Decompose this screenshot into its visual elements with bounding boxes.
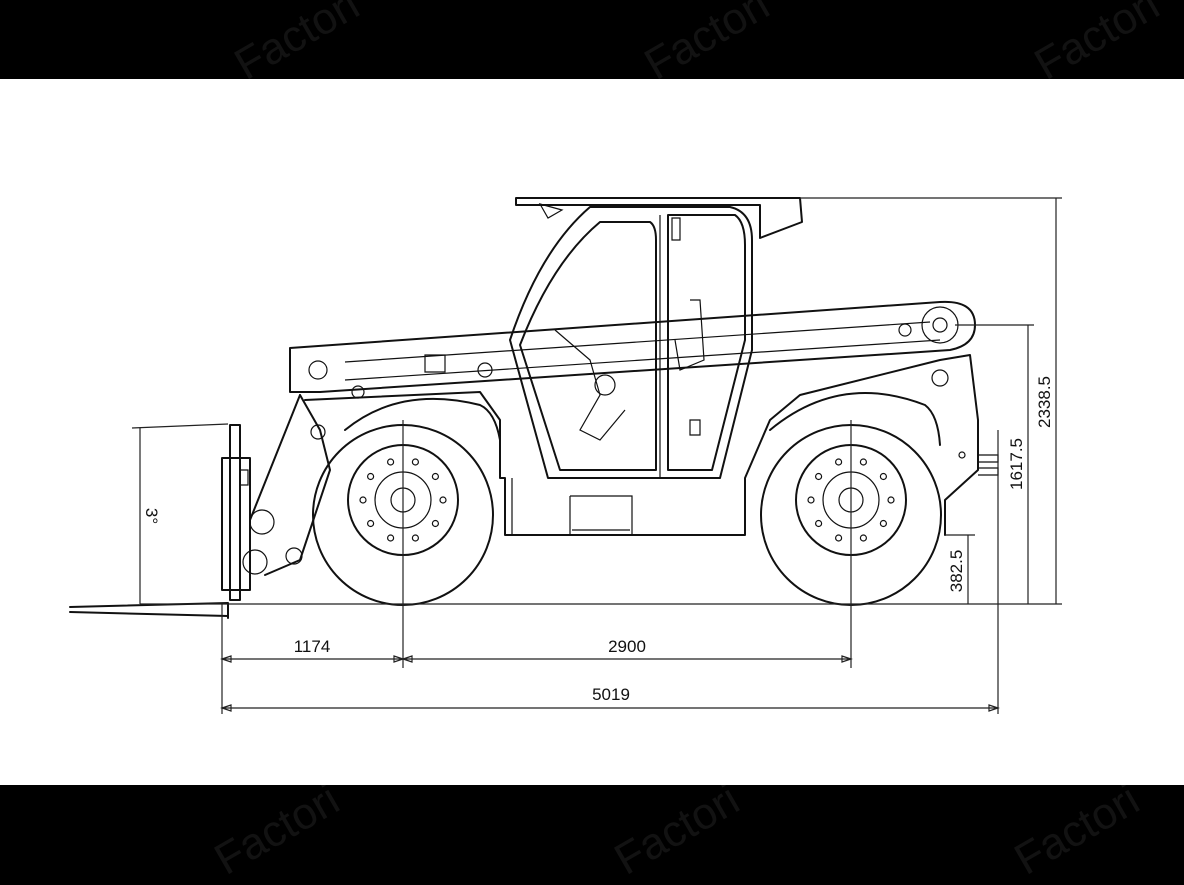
wheel-bolt <box>439 496 447 504</box>
boom-lower-edge <box>344 339 941 381</box>
wheel-bolt <box>367 519 375 528</box>
dimension-lines <box>131 197 1062 714</box>
boom <box>289 300 976 393</box>
drawing-sheet: 1174 2900 5019 2338.5 1617.5 382.5 3° <box>0 79 1184 785</box>
carriage-arm <box>249 394 301 521</box>
label-boom-pivot-height: 1617.5 <box>1007 438 1026 490</box>
dim-overall-length-arrows <box>220 704 1000 712</box>
carriage-pin-upper <box>249 509 275 535</box>
rear-light <box>958 451 966 459</box>
roof-light <box>538 203 564 219</box>
boom-roller <box>477 362 493 378</box>
chassis-step <box>511 478 633 535</box>
letterbox-bottom: Factori Factori Factori <box>0 775 1184 884</box>
label-front-overhang: 1174 <box>294 637 331 656</box>
cab-roof <box>515 197 803 239</box>
cab-handle <box>689 419 701 436</box>
wheel-bolt <box>834 534 843 542</box>
boom-fitting <box>898 323 912 337</box>
lift-cylinder-pin <box>931 369 949 387</box>
wheel-bolt <box>387 458 395 466</box>
label-wheelbase: 2900 <box>608 637 646 656</box>
steering-hub <box>594 374 616 396</box>
wheel-bolt <box>859 534 868 542</box>
wheel-bolt <box>411 534 419 542</box>
chassis <box>304 354 979 536</box>
label-overall-length: 5019 <box>592 685 630 704</box>
boom-pivot <box>921 306 959 344</box>
rear-hitch <box>978 454 999 476</box>
wheel-bolt <box>859 458 868 466</box>
mirror <box>671 217 681 241</box>
cab-rear-window <box>667 214 746 471</box>
seat-back <box>674 299 705 371</box>
link-pin <box>310 424 326 440</box>
label-fork-mark: 3° <box>142 508 161 524</box>
fork-frame <box>221 457 251 591</box>
boom-block <box>424 354 446 373</box>
wheel-bolt <box>431 519 439 528</box>
wheel-bolt <box>887 496 895 504</box>
watermark: Factori <box>606 774 748 885</box>
watermark: Factori <box>636 0 778 90</box>
carriage-pin-lower <box>242 549 268 575</box>
telehandler-outline <box>69 197 999 619</box>
wheel-bolt <box>807 496 815 504</box>
dim-front-overhang-arrows <box>220 655 405 663</box>
rear-fender <box>769 392 941 446</box>
boom-head-pin <box>308 360 328 380</box>
dim-wheelbase-arrows <box>401 655 853 663</box>
fork-ref-line <box>131 423 229 429</box>
wheel-bolt <box>814 519 823 528</box>
watermark: Factori <box>1006 774 1148 885</box>
forks <box>69 602 229 619</box>
carriage-latch <box>239 469 249 486</box>
wheel-bolt <box>814 472 823 481</box>
wheel-bolt <box>411 458 419 466</box>
cab-frame <box>509 206 753 479</box>
wheel-bolt <box>359 496 367 504</box>
label-ground-clearance: 382.5 <box>947 550 966 593</box>
boom-pivot-pin <box>932 317 948 333</box>
wheel-bolt <box>834 458 843 466</box>
boom-inner-section <box>344 321 931 363</box>
cab-door-window <box>519 221 657 471</box>
boom-head-fitting <box>351 385 365 399</box>
wheel-bolt <box>879 519 888 528</box>
tilt-link <box>264 394 331 576</box>
front-fender <box>344 397 501 441</box>
steering-column <box>554 329 626 441</box>
wheel-bolt <box>431 472 439 481</box>
fork-carriage <box>229 424 241 601</box>
watermark: Factori <box>206 774 348 885</box>
telehandler-side-view: 1174 2900 5019 2338.5 1617.5 382.5 3° <box>69 197 1062 714</box>
watermark: Factori <box>226 0 368 90</box>
wheel-bolt <box>387 534 395 542</box>
tilt-cylinder-pin <box>285 547 303 565</box>
label-overall-height: 2338.5 <box>1035 376 1054 428</box>
letterbox-top: Factori Factori Factori <box>0 0 1184 89</box>
watermark: Factori <box>1026 0 1168 90</box>
wheel-bolt <box>879 472 888 481</box>
wheel-bolt <box>367 472 375 481</box>
